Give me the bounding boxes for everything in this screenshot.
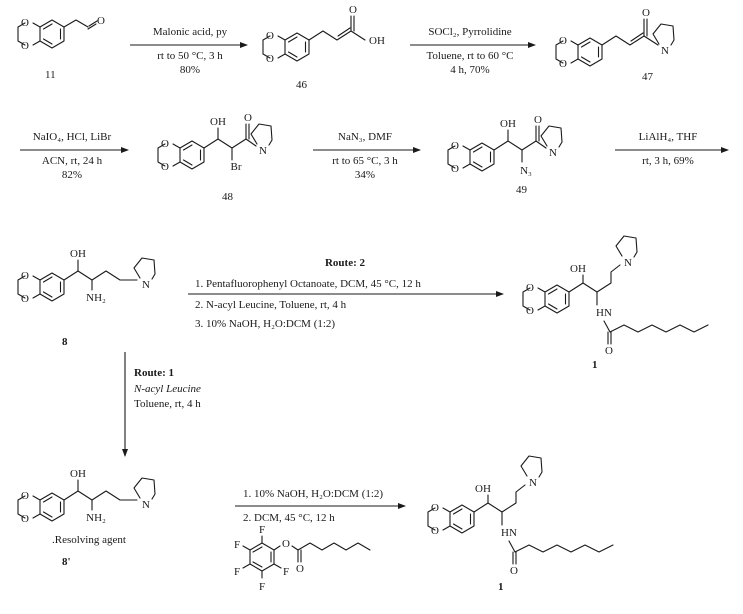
step-3-reagents: NaIO₄, HCl, LiBr: [33, 131, 112, 143]
step-4: NaN₃, DMF rt to 65 °C, 3 h 34%: [313, 131, 421, 181]
step-3-yield: 82%: [62, 169, 82, 181]
step-2-time-yield: 4 h, 70%: [450, 64, 489, 76]
compound-8-prime: OH NH₂ .Resolving agent 8': [17, 468, 156, 568]
atom-amide-nh: HN: [596, 307, 612, 319]
route-1-title: Route: 1: [134, 367, 174, 379]
atom-oxygen: O: [282, 538, 290, 550]
step-2-reagents: SOCl₂, Pyrrolidine: [428, 26, 511, 38]
compound-1-route-2: OH HN O 1: [522, 235, 709, 371]
route-2-step-3: 3. 10% NaOH, H₂O:DCM (1:2): [195, 318, 335, 330]
atom-oxygen: O: [296, 563, 304, 575]
atom-oxygen: O: [510, 565, 518, 577]
atom-fluorine: F: [234, 539, 240, 551]
atom-fluorine: F: [234, 566, 240, 578]
atom-fluorine: F: [259, 581, 265, 593]
step-1-conditions: rt to 50 °C, 3 h: [157, 50, 223, 62]
route-2-title: Route: 2: [325, 257, 366, 269]
label-compound-1: 1: [592, 359, 598, 371]
step-2-conditions: Toluene, rt to 60 °C: [426, 50, 513, 62]
compound-47: O 47: [555, 7, 675, 83]
route-1-conditions: Toluene, rt, 4 h: [134, 398, 201, 410]
step-5-conditions-yield: rt, 3 h, 69%: [642, 155, 694, 167]
compound-48: OH Br O 48: [157, 112, 273, 203]
route-2-step-1: 1. Pentafluorophenyl Octanoate, DCM, 45 …: [195, 278, 421, 290]
atom-azide: N₃: [520, 165, 532, 177]
atom-amine: NH₂: [86, 512, 106, 524]
compound-46: O OH 46: [262, 4, 385, 91]
atom-oxygen: O: [349, 4, 357, 16]
final-step-1: 1. 10% NaOH, H₂O:DCM (1:2): [243, 488, 383, 500]
atom-fluorine: F: [283, 566, 289, 578]
atom-hydroxyl: OH: [570, 263, 586, 275]
compound-1-route-1: OH HN O 1: [427, 455, 614, 593]
label-compound-8: 8: [62, 336, 68, 348]
atom-hydroxyl: OH: [475, 483, 491, 495]
route-1: Route: 1 N-acyl Leucine Toluene, rt, 4 h: [122, 352, 201, 457]
atom-fluorine: F: [259, 524, 265, 536]
pentafluorophenyl-octanoate: F F F F F O O: [234, 524, 371, 593]
label-compound-11: 11: [45, 69, 56, 81]
atom-hydroxyl: OH: [500, 118, 516, 130]
label-compound-48: 48: [222, 191, 234, 203]
atom-oxygen: O: [244, 112, 252, 124]
step-4-yield: 34%: [355, 169, 375, 181]
route-1-reagent: N-acyl Leucine: [133, 383, 201, 395]
step-3-conditions: ACN, rt, 24 h: [42, 155, 103, 167]
compound-11: O 11: [17, 15, 105, 81]
step-1-reagents: Malonic acid, py: [153, 26, 228, 38]
label-compound-47: 47: [642, 71, 654, 83]
step-5: LiAlH₄, THF rt, 3 h, 69%: [615, 131, 729, 167]
step-4-conditions: rt to 65 °C, 3 h: [332, 155, 398, 167]
final-step-2: 2. DCM, 45 °C, 12 h: [243, 512, 335, 524]
step-1-yield: 80%: [180, 64, 200, 76]
atom-oxygen: O: [97, 15, 105, 27]
route-2-step-2: 2. N-acyl Leucine, Toluene, rt, 4 h: [195, 299, 347, 311]
step-2: SOCl₂, Pyrrolidine Toluene, rt to 60 °C …: [410, 26, 536, 76]
atom-hydroxyl: OH: [369, 35, 385, 47]
atom-amide-nh: HN: [501, 527, 517, 539]
compound-8: OH NH₂ 8: [17, 248, 156, 348]
atom-amine: NH₂: [86, 292, 106, 304]
label-compound-1: 1: [498, 581, 504, 593]
step-3: NaIO₄, HCl, LiBr ACN, rt, 24 h 82%: [20, 131, 129, 181]
atom-hydroxyl: OH: [70, 248, 86, 260]
atom-bromine: Br: [231, 161, 242, 173]
label-compound-46: 46: [296, 79, 308, 91]
compound-49: OH N₃ O 49: [447, 114, 563, 196]
atom-oxygen: O: [534, 114, 542, 126]
step-5-reagents: LiAlH₄, THF: [639, 131, 698, 143]
atom-oxygen: O: [605, 345, 613, 357]
step-1: Malonic acid, py rt to 50 °C, 3 h 80%: [130, 26, 248, 76]
atom-oxygen: O: [642, 7, 650, 19]
label-resolving-agent: .Resolving agent: [52, 534, 126, 546]
atom-hydroxyl: OH: [70, 468, 86, 480]
atom-hydroxyl: OH: [210, 116, 226, 128]
step-4-reagents: NaN₃, DMF: [338, 131, 392, 143]
final-step: 1. 10% NaOH, H₂O:DCM (1:2) 2. DCM, 45 °C…: [235, 488, 406, 524]
label-compound-49: 49: [516, 184, 528, 196]
route-2: Route: 2 1. Pentafluorophenyl Octanoate,…: [188, 257, 504, 330]
label-compound-8-prime: 8': [62, 556, 71, 568]
